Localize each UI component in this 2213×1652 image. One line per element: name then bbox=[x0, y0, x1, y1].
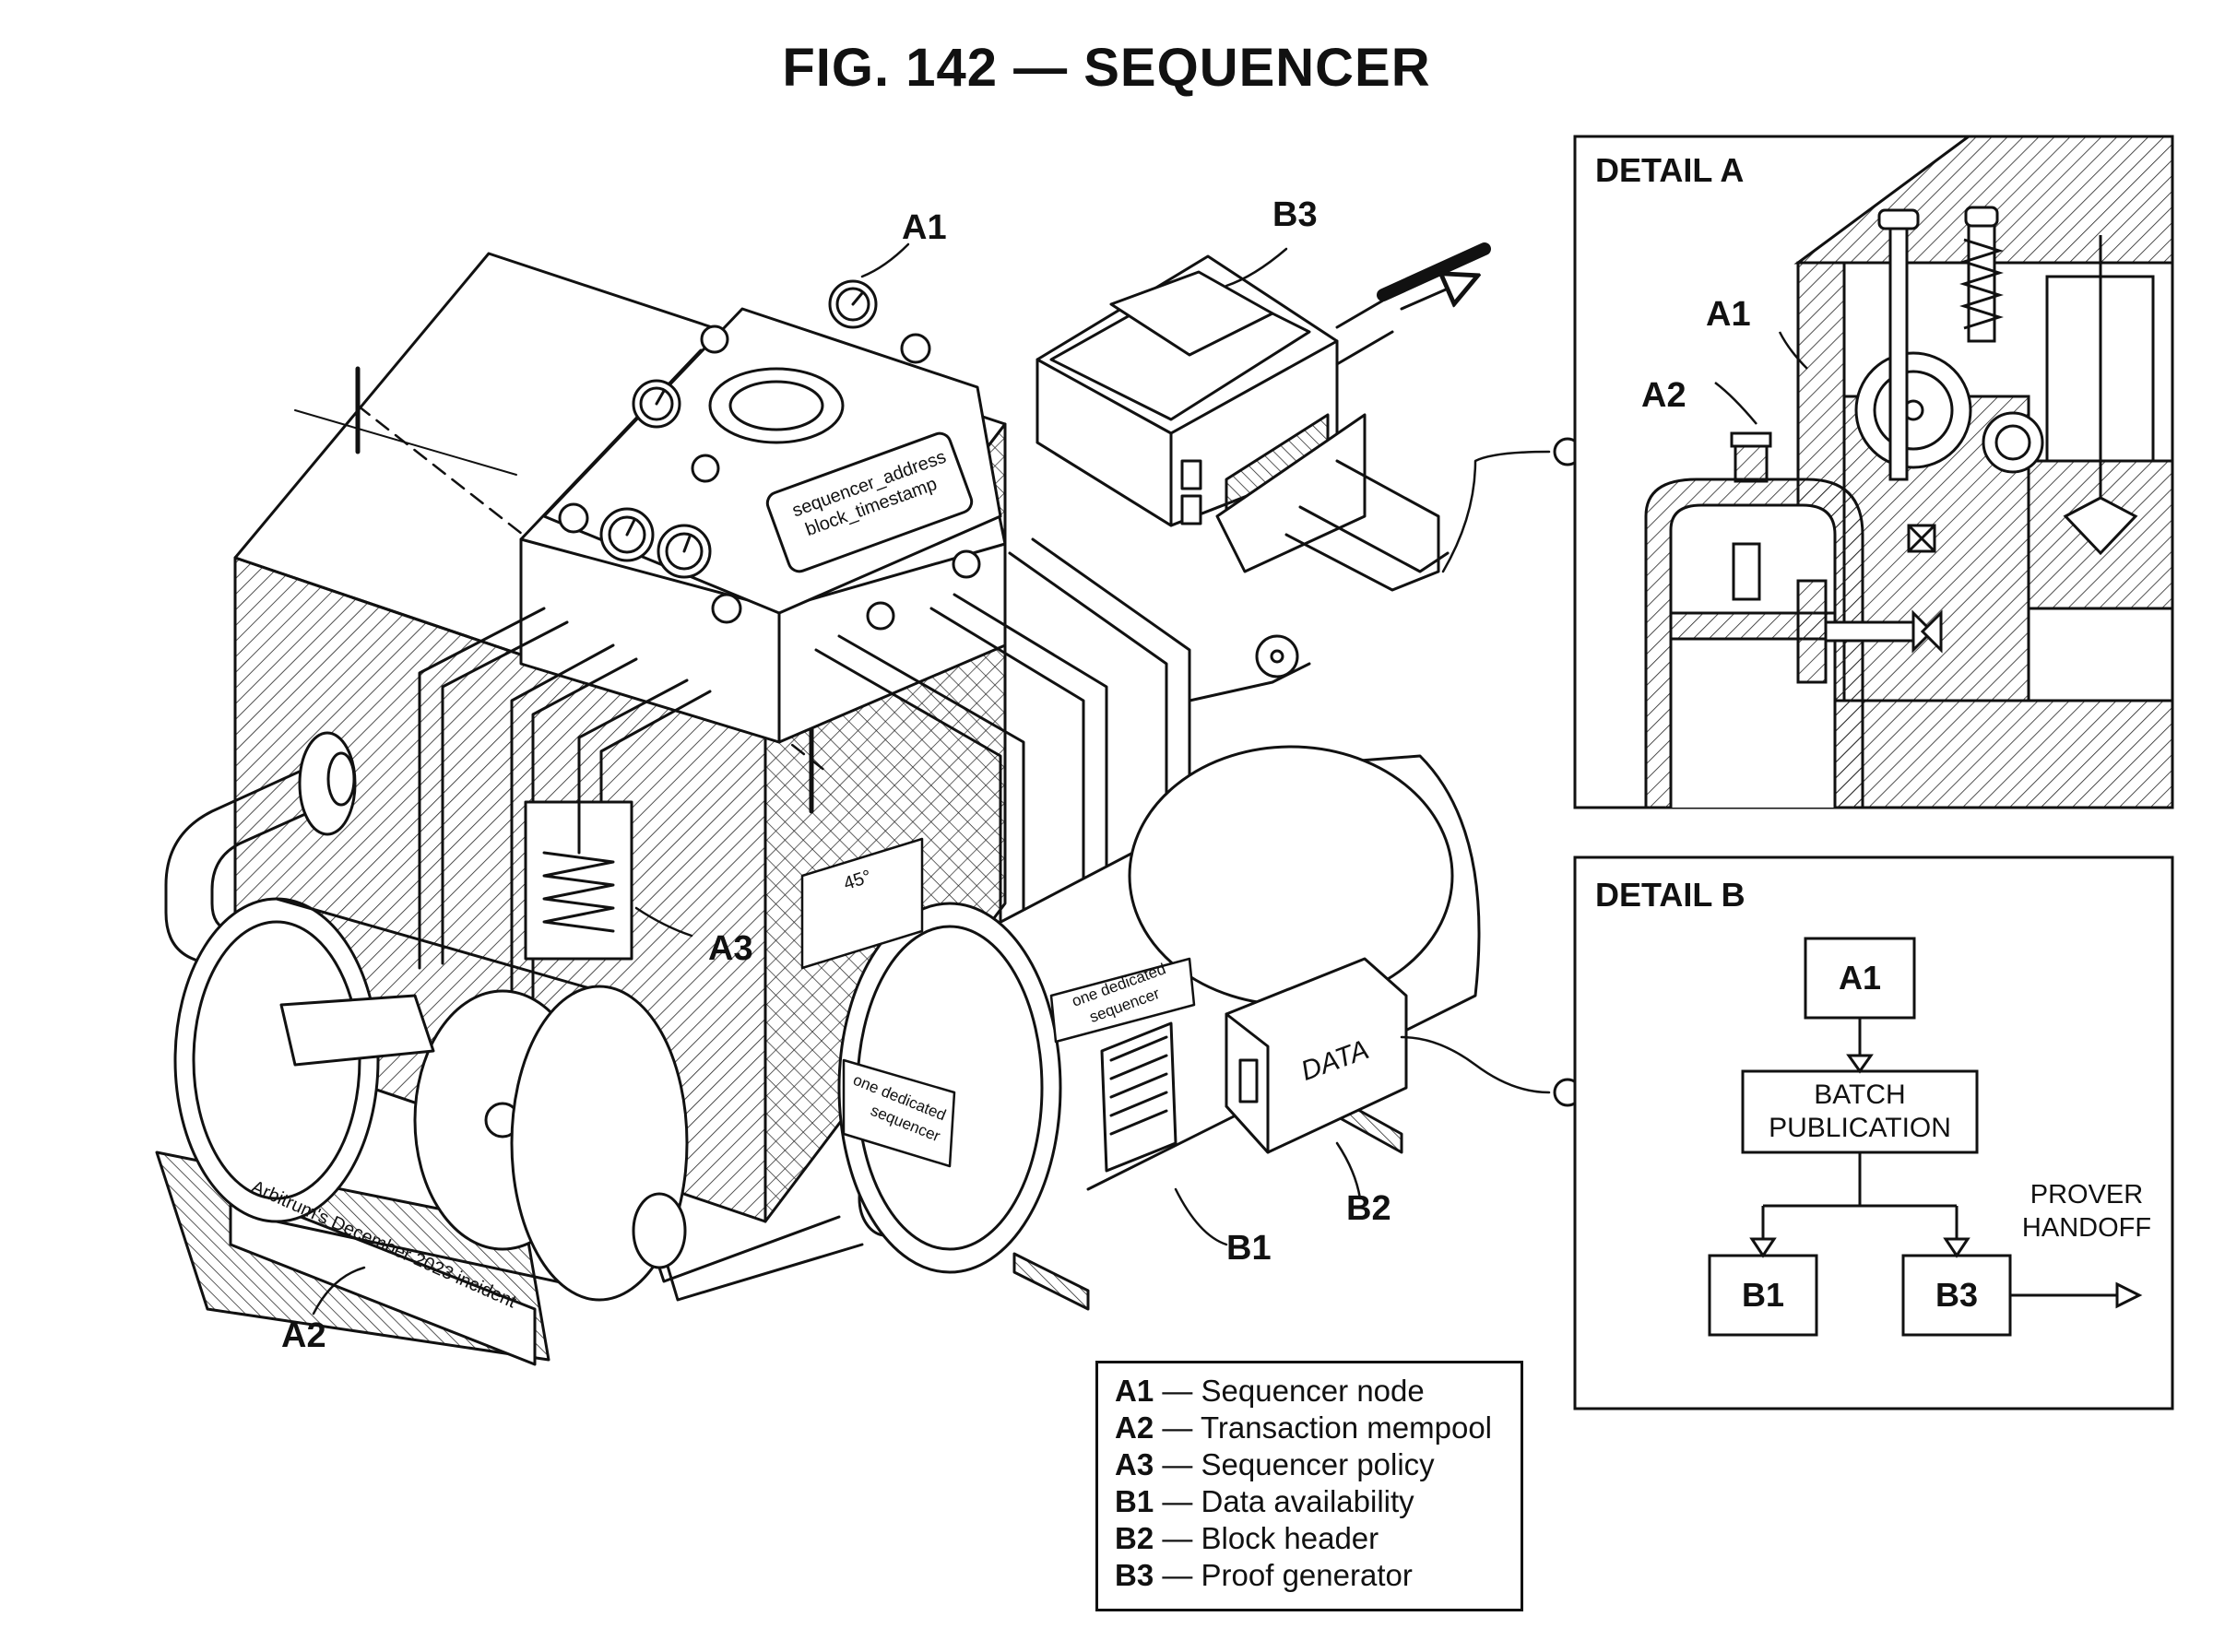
sequencer-policy-spring bbox=[524, 800, 633, 961]
detail-b-output-line1: PROVER bbox=[2030, 1179, 2144, 1210]
leader-lines bbox=[312, 242, 1551, 1316]
block-header-box bbox=[1225, 957, 1408, 1154]
plates bbox=[800, 837, 1196, 1168]
detail-b-title: DETAIL B bbox=[1595, 876, 1746, 914]
callout-b1: B1 bbox=[1226, 1229, 1272, 1268]
callout-a3: A3 bbox=[708, 929, 753, 968]
callout-b2: B2 bbox=[1346, 1189, 1391, 1228]
legend-row: B1 — Data availability bbox=[1115, 1484, 1414, 1518]
detail-b-box-a1: A1 bbox=[1838, 959, 1882, 997]
proof-generator-box bbox=[1035, 242, 1491, 527]
legend-row: A3 — Sequencer policy bbox=[1115, 1447, 1435, 1481]
legend-row: B3 — Proof generator bbox=[1115, 1558, 1413, 1592]
sequencer-node-block bbox=[519, 307, 1007, 744]
data-availability-tank bbox=[837, 745, 1481, 1311]
callout-a1: A1 bbox=[902, 208, 947, 247]
legend: A1 — Sequencer node A2 — Transaction mem… bbox=[1095, 1361, 1523, 1611]
detail-b-box-batch: BATCH PUBLICATION bbox=[1769, 1080, 1951, 1143]
inlet-pipe bbox=[164, 731, 357, 965]
detail-b-output-line2: HANDOFF bbox=[2021, 1212, 2152, 1243]
detail-a-label-a1: A1 bbox=[1706, 295, 1751, 334]
callout-b3: B3 bbox=[1272, 195, 1318, 234]
figure-title: FIG. 142 — SEQUENCER bbox=[782, 38, 1431, 98]
pressure-gauges bbox=[558, 279, 981, 631]
detail-a-panel bbox=[1573, 135, 2174, 809]
detail-b-box-b1: B1 bbox=[1741, 1276, 1785, 1314]
legend-row: B2 — Block header bbox=[1115, 1521, 1379, 1555]
detail-b-box-b3: B3 bbox=[1935, 1276, 1979, 1314]
callout-a2: A2 bbox=[281, 1316, 326, 1355]
legend-row: A1 — Sequencer node bbox=[1115, 1374, 1425, 1408]
detail-a-label-a2: A2 bbox=[1641, 376, 1686, 415]
detail-a-title: DETAIL A bbox=[1595, 151, 1745, 189]
detail-b-panel bbox=[1573, 856, 2174, 1410]
legend-row: A2 — Transaction mempool bbox=[1115, 1410, 1493, 1445]
transaction-mempool-tank bbox=[155, 897, 689, 1366]
